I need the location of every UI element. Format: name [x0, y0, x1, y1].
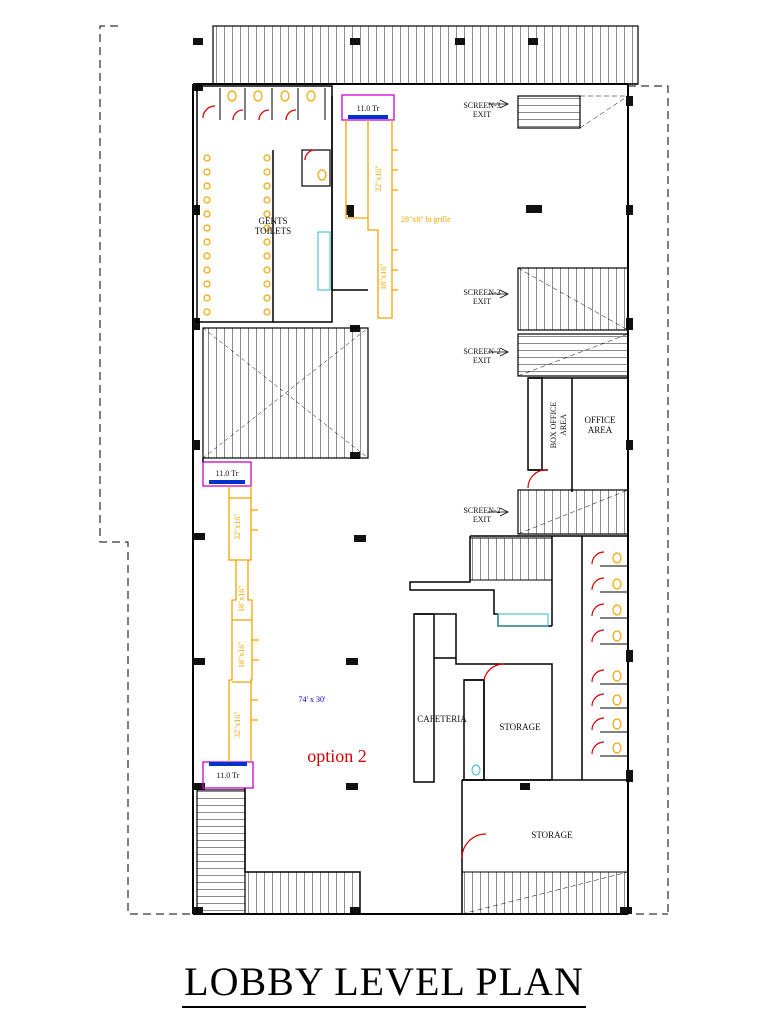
central-staircase: [202, 327, 369, 459]
ac-unit-middle-label: 11.0 Tr: [216, 469, 239, 478]
site-boundary: [99, 25, 669, 915]
screen2-exit-low-line1: SCREEN-2: [463, 506, 500, 515]
screen2-exit-top-line1: SCREEN-2: [463, 347, 500, 356]
duct-run-top: [345, 120, 398, 319]
option-label: option 2: [307, 746, 367, 766]
screen3-exit-top-line1: SCREEN-3: [463, 101, 500, 110]
ladies-toilet-fixtures: [612, 552, 622, 754]
exit-arrows: [488, 99, 509, 517]
cafeteria-label: CAFETERIA: [417, 714, 467, 724]
ac-unit-top: 11.0 Tr: [341, 94, 395, 121]
top-staircase: [212, 25, 639, 85]
exit-stair-screen2-low: [517, 489, 629, 535]
screen3-exit-mid-line1: SCREEN-3: [463, 288, 500, 297]
gents-toilets-room: [196, 85, 368, 323]
storage-upper-label: STORAGE: [499, 722, 541, 732]
duct-label-2: 18"x16": [379, 263, 388, 290]
toilet-doors: [202, 105, 316, 161]
screen3-exit-top-line2: EXIT: [473, 110, 491, 119]
column-small: [348, 205, 354, 217]
gents-toilets-label-line1: GENTS: [259, 216, 288, 226]
lobby-size-label: 74' x 30': [299, 695, 326, 704]
office-area-label-line1: OFFICE: [584, 415, 616, 425]
grille-label: 28"x8" bt grille: [401, 215, 451, 224]
duct-label-3: 32"x16": [233, 513, 242, 540]
bottom-left-staircase: [196, 789, 361, 915]
box-office-label-line2: AREA: [559, 414, 568, 436]
box-office-door: [527, 469, 549, 489]
office-area-label-line2: AREA: [588, 425, 613, 435]
toilet-fixtures: [203, 90, 327, 316]
plan-title: LOBBY LEVEL PLAN: [0, 958, 768, 1008]
columns: [193, 38, 633, 914]
ladies-toilet-doors: [461, 551, 605, 859]
ac-unit-top-label: 11.0 Tr: [357, 104, 380, 113]
screen2-exit-low-line2: EXIT: [473, 515, 491, 524]
duct-label-1: 32"x16": [374, 165, 383, 192]
screen3-exit-mid-line2: EXIT: [473, 297, 491, 306]
gents-toilets-label-line2: TOILETS: [255, 226, 291, 236]
box-office-label-line1: BOX OFFICE: [549, 402, 558, 449]
ac-unit-bottom-label: 11.0 Tr: [217, 771, 240, 780]
exit-stair-screen3-mid: [517, 267, 629, 331]
screen2-exit-top-line2: EXIT: [473, 356, 491, 365]
sink-fixture: [471, 764, 481, 776]
counter-fixture: [497, 613, 549, 627]
duct-label-6: 32"x16": [233, 711, 242, 738]
storage-lower-label: STORAGE: [531, 830, 573, 840]
ladies-cubicles: [600, 565, 628, 757]
duct-label-4: 18"x16": [237, 585, 246, 612]
duct-label-5: 18"x16": [237, 641, 246, 668]
ac-unit-bottom: 11.0 Tr: [202, 761, 254, 789]
exit-stair-screen2-top: [517, 333, 629, 377]
exit-stair-screen3-top: [517, 95, 629, 129]
plan-title-text: LOBBY LEVEL PLAN: [182, 959, 586, 1008]
box-office-room: [527, 377, 628, 492]
service-stairs: [461, 537, 629, 915]
duct-run-left: [228, 486, 259, 762]
ac-unit-middle: 11.0 Tr: [202, 461, 252, 487]
